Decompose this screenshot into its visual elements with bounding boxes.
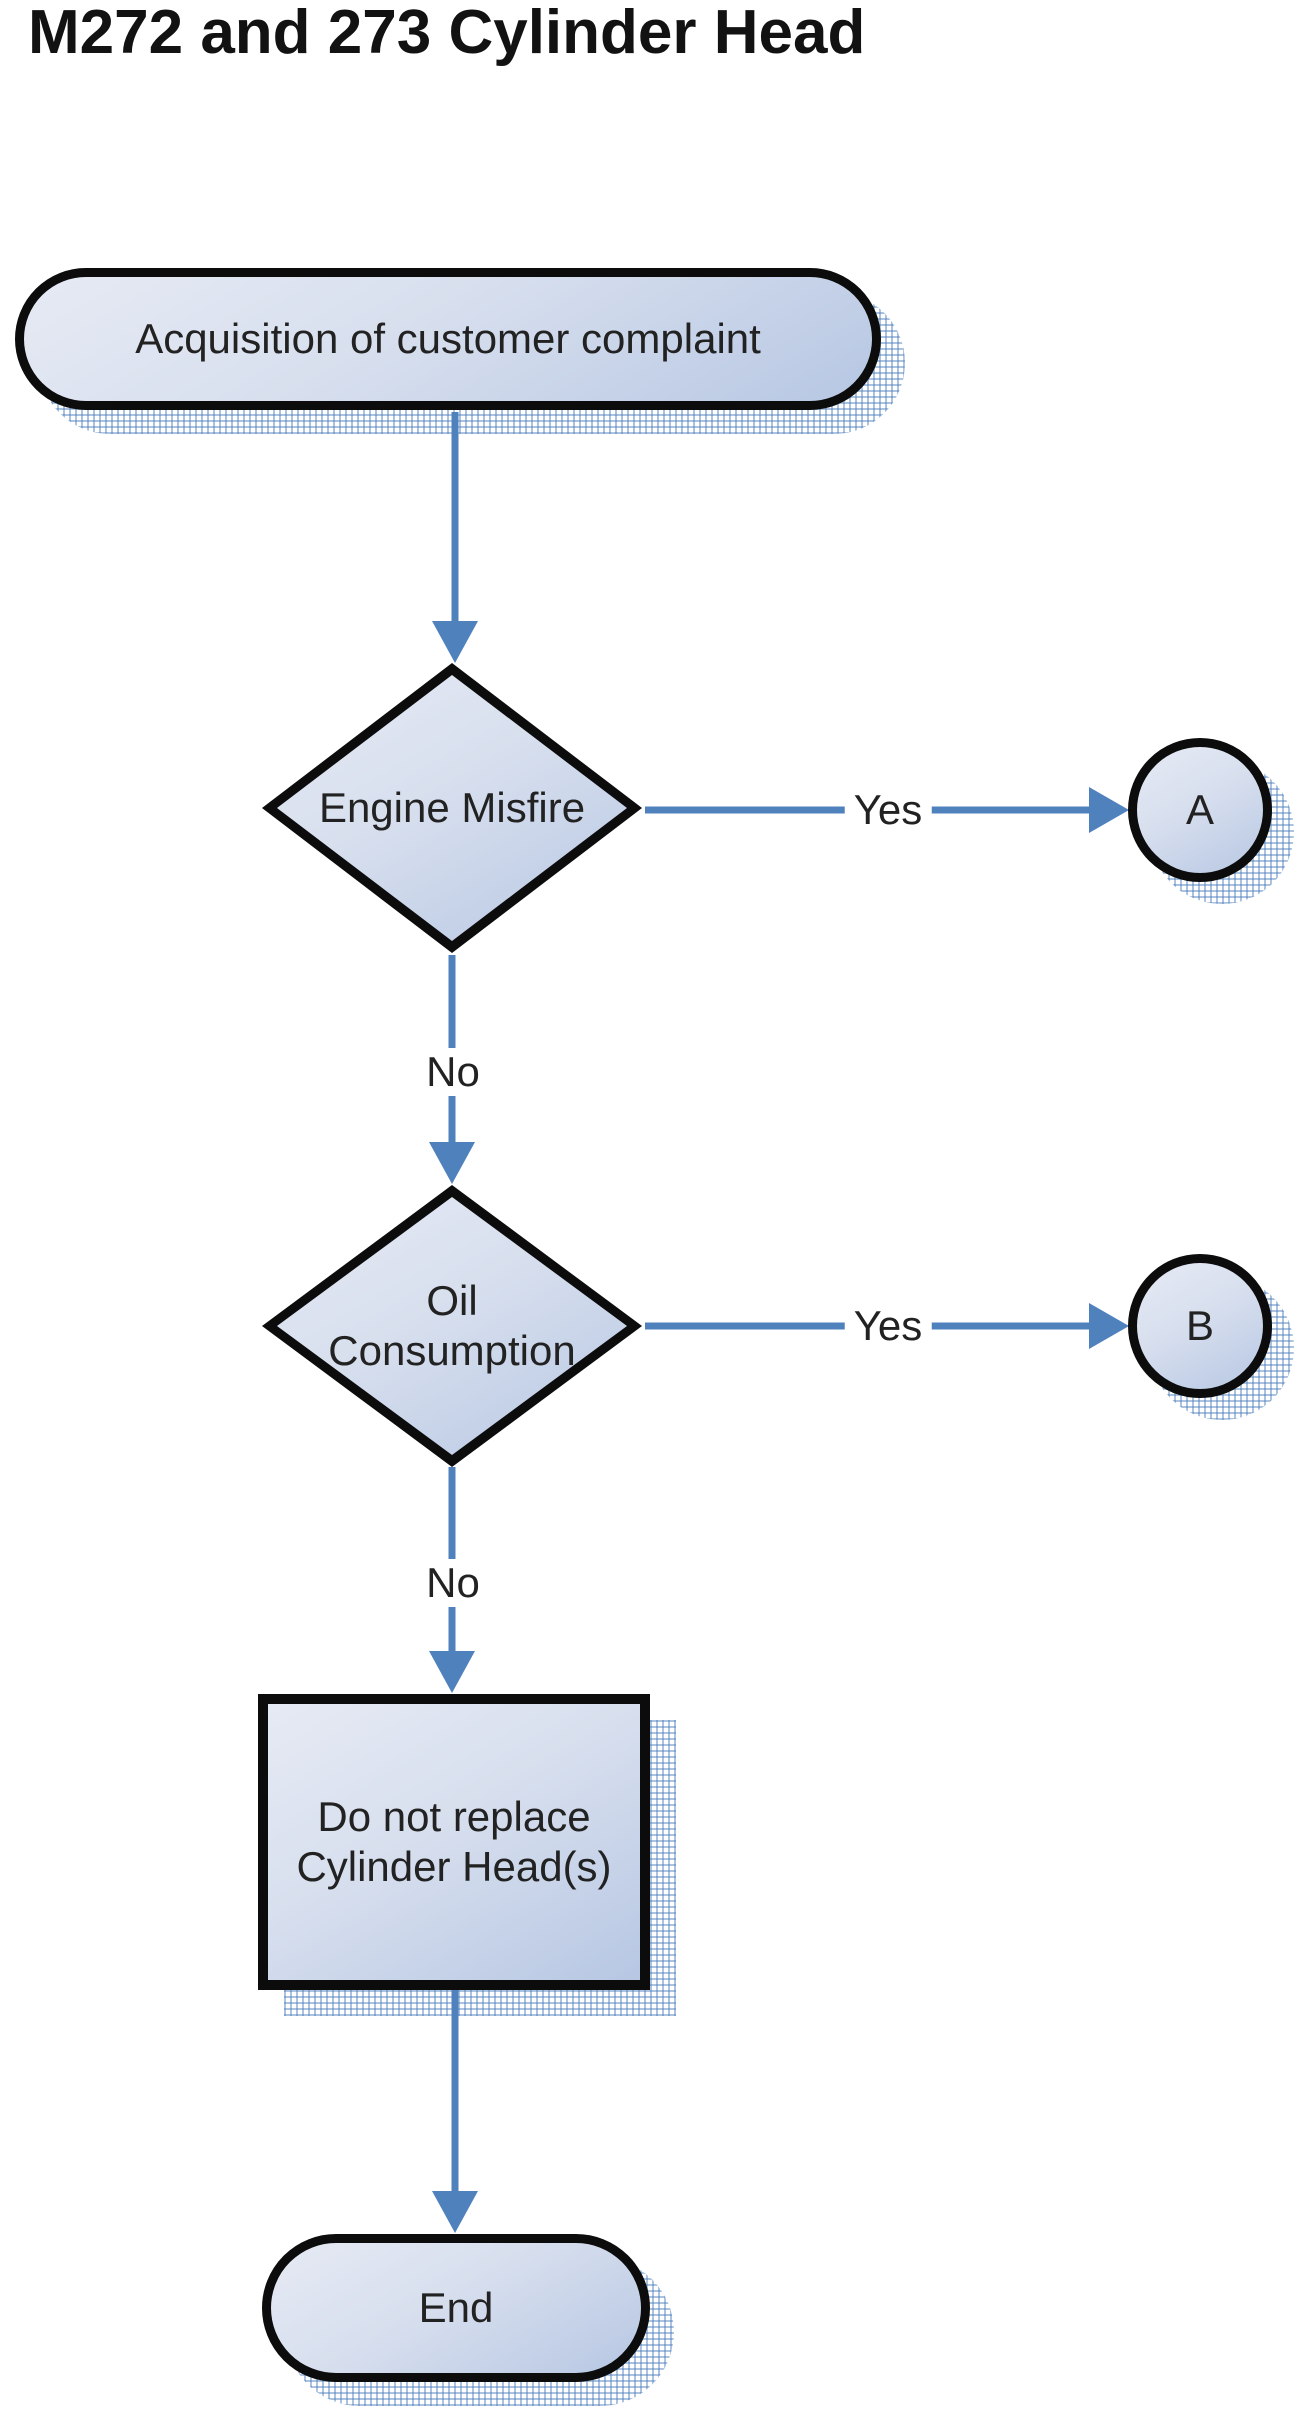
connector-b-label: B — [1185, 1302, 1214, 1350]
edge-label-oil-no: No — [417, 1559, 489, 1607]
connector-b: B — [1128, 1254, 1272, 1398]
decision-oil-consumption-label: Oil Consumption — [328, 1277, 576, 1374]
decision-engine-misfire-label: Engine Misfire — [318, 784, 586, 832]
connector-a: A — [1128, 738, 1272, 882]
process-do-not-replace-label: Do not replace Cylinder Head(s) — [296, 1793, 612, 1890]
arrowhead-misfire-no — [429, 1142, 475, 1184]
arrowhead-misfire-yes — [1089, 787, 1129, 833]
start-terminator: Acquisition of customer complaint — [15, 268, 881, 410]
end-terminator: End — [262, 2234, 650, 2382]
edge-label-misfire-yes: Yes — [844, 786, 932, 834]
start-terminator-label: Acquisition of customer complaint — [135, 315, 761, 363]
end-terminator-label: End — [418, 2284, 494, 2332]
arrowhead-process-to-end — [432, 2191, 478, 2233]
page-title: M272 and 273 Cylinder Head — [28, 0, 866, 67]
arrowhead-oil-yes — [1089, 1303, 1129, 1349]
process-do-not-replace: Do not replace Cylinder Head(s) — [258, 1694, 650, 1990]
connector-a-label: A — [1185, 786, 1214, 834]
edge-label-misfire-no: No — [417, 1048, 489, 1096]
edge-label-oil-yes: Yes — [844, 1302, 932, 1350]
arrowhead-start-to-misfire — [432, 621, 478, 663]
arrowhead-oil-no — [429, 1651, 475, 1693]
